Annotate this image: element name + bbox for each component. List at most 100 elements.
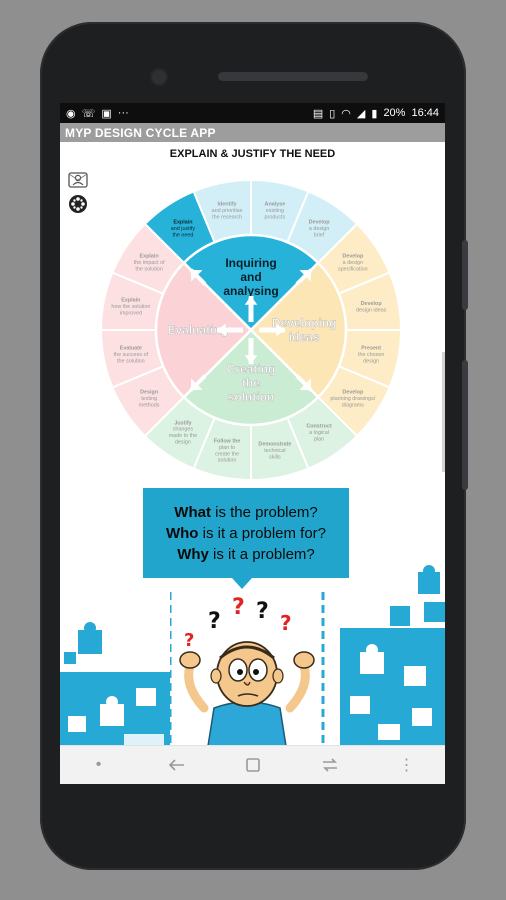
wheel-quadrant-label: ideas: [289, 330, 320, 344]
wheel-segment-label: diagrams: [342, 402, 364, 408]
app-bar: MYP DESIGN CYCLE APP: [60, 123, 445, 142]
wheel-quadrant[interactable]: [182, 233, 320, 332]
svg-text:?: ?: [280, 611, 292, 635]
recents-icon[interactable]: [238, 750, 268, 780]
wheel-segment-label: Identify: [218, 201, 237, 207]
wheel-segment-label: technical: [264, 448, 285, 454]
battery-percent: 20%: [383, 107, 406, 119]
svg-text:?: ?: [184, 630, 194, 651]
wheel-segment-label: Develop: [309, 220, 331, 226]
wheel-segment-label: Demonstrate: [258, 442, 291, 448]
front-camera: [152, 70, 166, 84]
power-button[interactable]: [462, 360, 468, 490]
wheel-segment-label: Explain: [173, 220, 192, 226]
wheel-segment-label: a design: [343, 260, 363, 266]
wheel-segment-label: Evaluate: [120, 345, 142, 351]
wheel-segment-label: skills: [269, 455, 281, 461]
wheel-segment-label: the solution: [117, 358, 145, 364]
volume-button[interactable]: [462, 240, 468, 310]
svg-text:?: ?: [208, 609, 221, 634]
film-reel-icon[interactable]: [68, 194, 88, 214]
wheel-segment-label: a logical: [309, 430, 329, 436]
wheel-quadrant-label: and: [240, 270, 261, 284]
wheel-segment-label: specification: [338, 266, 368, 272]
whatsapp-icon: ◉: [66, 107, 76, 120]
puzzle-pieces-left: [60, 622, 170, 746]
cycle-arrow-icon: [276, 323, 285, 337]
signal-icon: ◢: [356, 107, 366, 120]
page-title: EXPLAIN & JUSTIFY THE NEED: [169, 148, 336, 160]
more-vert-icon[interactable]: ⋮: [398, 757, 415, 774]
scrollbar[interactable]: [442, 352, 445, 472]
wheel-segment-label: planning drawings/: [330, 396, 375, 402]
wheel-segment-label: plan to: [219, 445, 235, 451]
wheel-segment-label: how the solution: [111, 304, 150, 310]
wheel-segment-label: testing: [141, 396, 157, 402]
phone-icon: ☏: [81, 107, 96, 120]
wheel-segment-label: and prioritise: [212, 208, 243, 214]
wheel-quadrant-label: Creating: [227, 362, 276, 376]
wheel-segment-label: and justify: [171, 226, 196, 232]
content-area: EXPLAIN & JUSTIFY THE NEED: [60, 142, 445, 746]
wheel-segment-label: the need: [172, 233, 193, 239]
wheel-segment-label: solution: [218, 458, 237, 464]
wheel-quadrant[interactable]: [249, 261, 348, 399]
wheel-quadrant[interactable]: [154, 261, 253, 399]
wheel-segment-label: Justify: [174, 420, 191, 426]
cycle-arrow-icon: [299, 378, 312, 391]
wheel-segment-label: the research: [212, 214, 242, 220]
wheel-segment-label: the impact of: [134, 260, 165, 266]
wheel-segment-label: a design: [309, 226, 329, 232]
question-why: Why is it a problem?: [177, 546, 315, 563]
screen: ◉ ☏ ▣ ··· ▤ ▯ ◠ ◢ ▮ 20% 16:44 MYP DESIGN…: [60, 103, 445, 784]
status-bar: ◉ ☏ ▣ ··· ▤ ▯ ◠ ◢ ▮ 20% 16:44: [60, 103, 445, 123]
wheel-quadrant[interactable]: [182, 328, 320, 427]
wheel-quadrant-label: Evaluating: [167, 323, 228, 337]
wheel-quadrant-label: Developing: [272, 316, 337, 330]
question-who: Who is it a problem for?: [165, 525, 327, 542]
wheel-quadrant-label: Inquiring: [225, 256, 276, 270]
puzzle-pieces-right: [340, 565, 445, 746]
confused-person-illustration: ? ? ? ? ?: [170, 592, 325, 746]
question-what: What is the problem?: [174, 504, 318, 521]
wheel-quadrant-label: solution: [228, 390, 275, 404]
contact-card-icon[interactable]: [68, 170, 88, 190]
wheel-segment-label: changes: [173, 427, 194, 433]
wheel-segment-label: Follow the: [214, 439, 241, 445]
wheel-segment-label: Explain: [121, 298, 140, 304]
swap-icon[interactable]: [315, 750, 345, 780]
vibrate-icon: ▯: [329, 107, 336, 120]
message-icon: ▣: [101, 107, 112, 120]
wifi-icon: ◠: [341, 107, 351, 120]
wheel-quadrant-label: the: [242, 376, 260, 390]
wheel-segment-label: the success of: [114, 352, 149, 358]
wheel-segment-label: Develop: [342, 254, 364, 260]
speech-bubble-tail: [232, 578, 252, 589]
cycle-arrow-icon: [244, 296, 258, 305]
dot-icon[interactable]: •: [95, 756, 102, 773]
wheel-segment-label: Design: [140, 390, 158, 396]
cycle-arrow-icon: [217, 323, 226, 337]
cycle-arrow-icon: [299, 269, 312, 282]
wheel-segment-label: Develop: [342, 390, 364, 396]
wheel-segment-label: the chosen: [358, 352, 384, 358]
question-box: What is the problem? Who is it a problem…: [143, 488, 349, 578]
wheel-segment-label: Develop: [361, 301, 383, 307]
wheel-segment-label: methods: [139, 402, 160, 408]
wheel-segment-label: Explain: [140, 254, 159, 260]
wheel-quadrant-label: analysing: [223, 284, 278, 298]
navigation-bar: • ⋮: [60, 745, 445, 784]
wheel-segment-label: products: [265, 214, 286, 220]
wheel-segment-label: brief: [314, 233, 325, 239]
cycle-arrow-icon: [190, 378, 203, 391]
app-title: MYP DESIGN CYCLE APP: [65, 125, 216, 140]
wheel-segment-label: Present: [361, 345, 381, 351]
wheel-segment-label: plan: [314, 436, 324, 442]
nfc-icon: ▤: [312, 107, 324, 120]
wheel-segment-label: existing: [266, 208, 284, 214]
wheel-segment-label: design: [363, 358, 379, 364]
back-icon[interactable]: [161, 750, 191, 780]
wheel-segment-label: design: [175, 439, 191, 445]
wheel-segment-label: the solution: [135, 266, 163, 272]
